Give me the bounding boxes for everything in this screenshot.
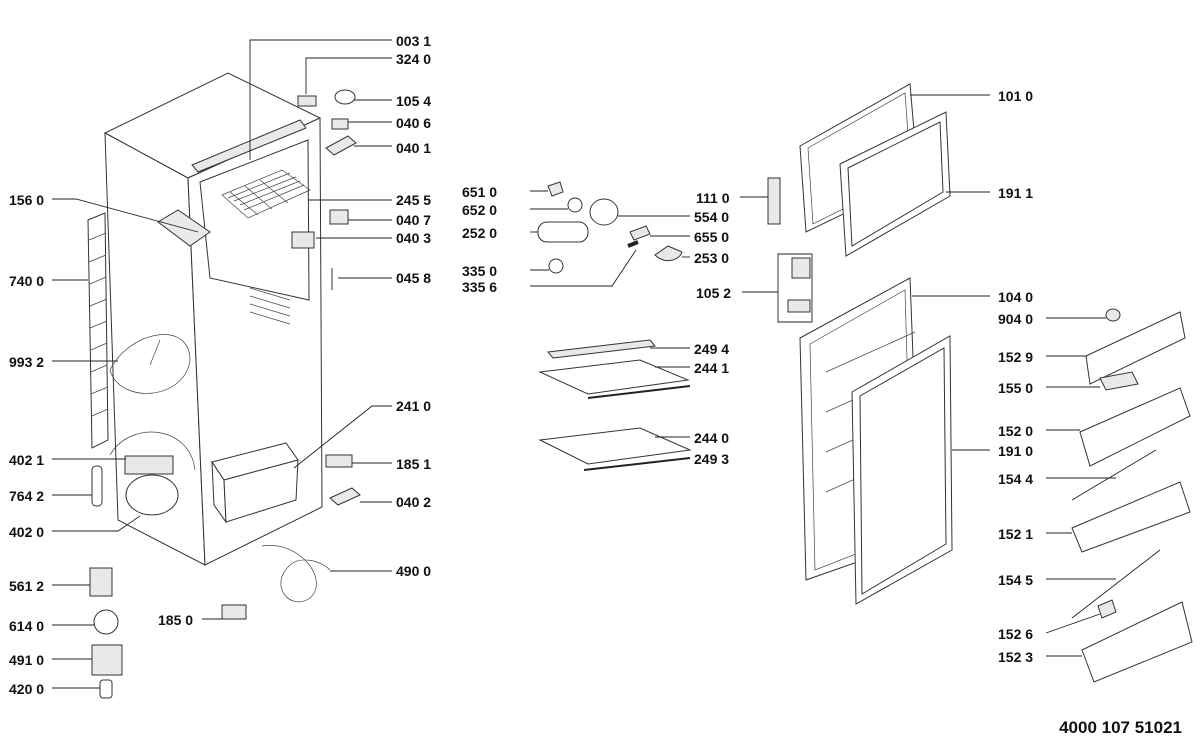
part-label-904-0: 904 0 xyxy=(998,311,1034,327)
part-label-185-1: 185 1 xyxy=(396,456,432,472)
part-label-105-4: 105 4 xyxy=(396,93,432,109)
part-label-402-1: 402 1 xyxy=(9,452,45,468)
part-label-335-6: 335 6 xyxy=(462,279,498,295)
part-label-152-9: 152 9 xyxy=(998,349,1034,365)
middle-parts-drawing xyxy=(537,181,692,471)
part-label-040-1: 040 1 xyxy=(396,140,432,156)
part-label-651-0: 651 0 xyxy=(462,184,498,200)
part-label-101-0: 101 0 xyxy=(998,88,1034,104)
part-label-490-0: 490 0 xyxy=(396,563,432,579)
part-label-245-5: 245 5 xyxy=(396,192,432,208)
part-label-652-0: 652 0 xyxy=(462,202,498,218)
part-label-740-0: 740 0 xyxy=(9,273,45,289)
part-label-554-0: 554 0 xyxy=(694,209,730,225)
part-label-156-0: 156 0 xyxy=(9,192,45,208)
part-label-040-3: 040 3 xyxy=(396,230,432,246)
part-label-241-0: 241 0 xyxy=(396,398,432,414)
part-label-402-0: 402 0 xyxy=(9,524,45,540)
part-label-045-8: 045 8 xyxy=(396,270,432,286)
part-label-040-6: 040 6 xyxy=(396,115,432,131)
part-label-420-0: 420 0 xyxy=(9,681,45,697)
part-label-491-0: 491 0 xyxy=(9,652,45,668)
leader-lines xyxy=(52,39,1116,689)
part-label-040-2: 040 2 xyxy=(396,494,432,510)
part-label-244-1: 244 1 xyxy=(694,360,730,376)
part-label-253-0: 253 0 xyxy=(694,250,730,266)
part-label-614-0: 614 0 xyxy=(9,618,45,634)
part-label-244-0: 244 0 xyxy=(694,430,730,446)
part-label-764-2: 764 2 xyxy=(9,488,45,504)
doors-drawing xyxy=(767,83,1193,683)
part-label-155-0: 155 0 xyxy=(998,380,1034,396)
part-label-655-0: 655 0 xyxy=(694,229,730,245)
part-label-324-0: 324 0 xyxy=(396,51,432,67)
part-label-191-1: 191 1 xyxy=(998,185,1034,201)
part-label-249-4: 249 4 xyxy=(694,341,730,357)
part-label-993-2: 993 2 xyxy=(9,354,45,370)
part-label-104-0: 104 0 xyxy=(998,289,1034,305)
part-label-105-2: 105 2 xyxy=(696,285,732,301)
part-label-185-0: 185 0 xyxy=(158,612,194,628)
part-label-152-0: 152 0 xyxy=(998,423,1034,439)
part-label-003-1: 003 1 xyxy=(396,33,432,49)
part-label-561-2: 561 2 xyxy=(9,578,45,594)
part-label-111-0: 111 0 xyxy=(696,190,730,206)
part-label-252-0: 252 0 xyxy=(462,225,498,241)
part-label-040-7: 040 7 xyxy=(396,212,432,228)
part-label-154-4: 154 4 xyxy=(998,471,1034,487)
part-label-249-3: 249 3 xyxy=(694,451,730,467)
part-label-152-1: 152 1 xyxy=(998,526,1034,542)
document-number: 4000 107 51021 xyxy=(1059,718,1182,737)
part-label-152-6: 152 6 xyxy=(998,626,1034,642)
part-label-152-3: 152 3 xyxy=(998,649,1034,665)
part-label-154-5: 154 5 xyxy=(998,572,1034,588)
cabinet-drawing xyxy=(87,72,361,699)
part-label-335-0: 335 0 xyxy=(462,263,498,279)
part-label-191-0: 191 0 xyxy=(998,443,1034,459)
